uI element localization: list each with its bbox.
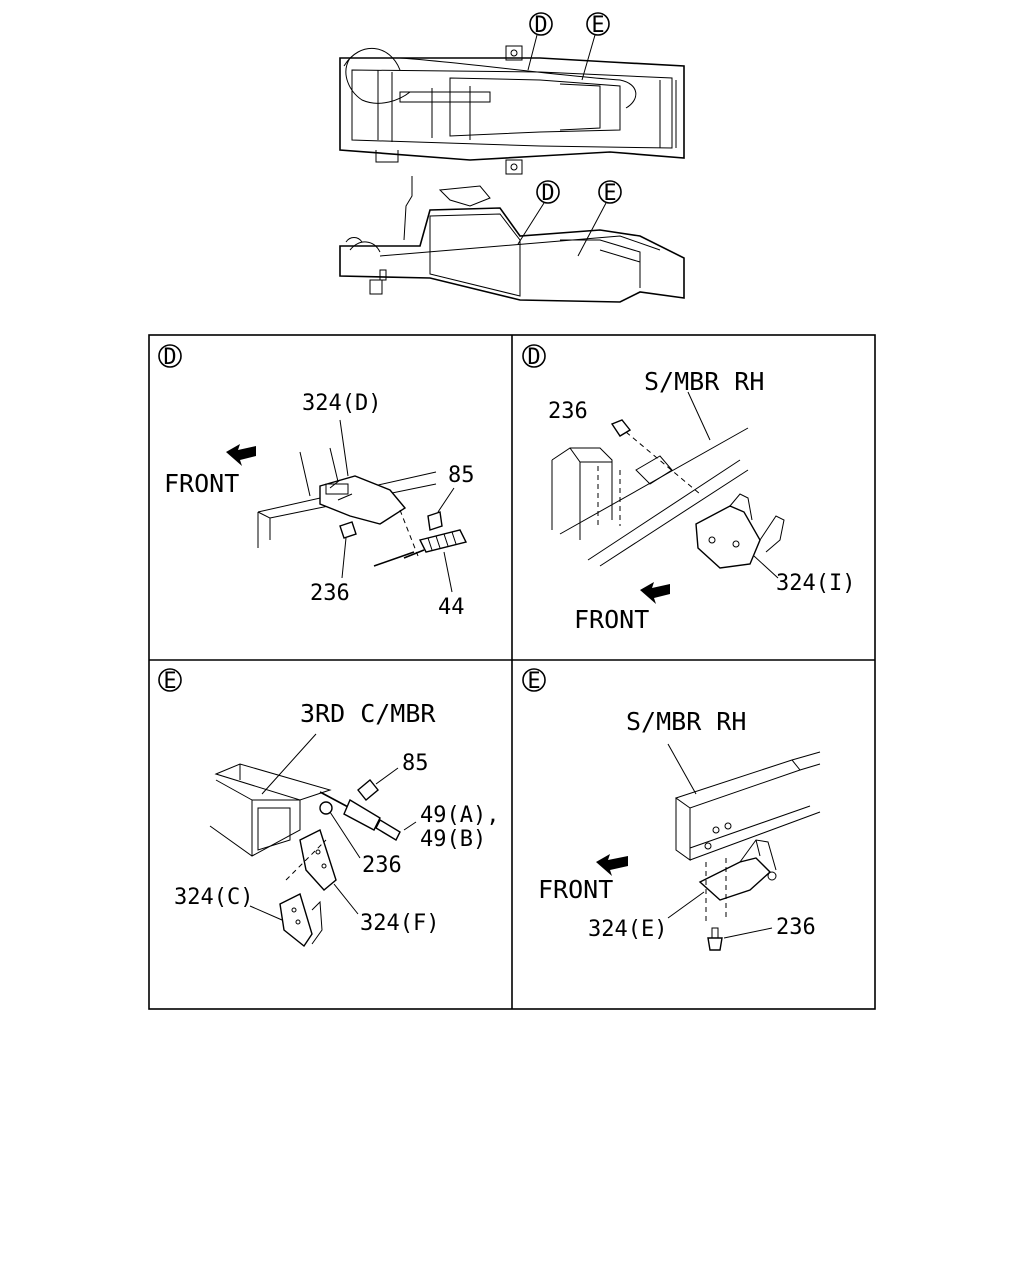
member-label: 3RD C/MBR <box>300 699 436 728</box>
svg-text:D: D <box>534 13 547 38</box>
callout-side-d: D <box>517 180 560 245</box>
panel-callout: D <box>522 344 546 370</box>
panel-callout: E <box>158 668 182 694</box>
front-label: FRONT <box>574 605 649 634</box>
front-label: FRONT <box>164 469 239 498</box>
callout-top-d: D <box>527 12 553 71</box>
panel-e-right: E FRONT S/MBR RH 324(E) 236 <box>522 668 821 951</box>
panel-d-left: D FRONT 324(D) 236 85 44 <box>158 344 475 620</box>
frame-side-view <box>339 176 685 303</box>
part-label-bracket: 324(E) <box>588 917 667 942</box>
part-label-bolt: 236 <box>362 853 402 878</box>
svg-text:E: E <box>591 13 604 38</box>
callout-top-e: E <box>581 12 610 81</box>
part-label-cable: 44 <box>438 595 465 620</box>
panel-e-left: E 3RD C/MBR 85 49(A), 49(B) 236 <box>158 668 499 948</box>
member-label: S/MBR RH <box>626 707 746 736</box>
svg-text:E: E <box>603 181 616 206</box>
svg-text:E: E <box>527 669 540 694</box>
front-arrow-icon <box>596 854 628 876</box>
svg-text:D: D <box>527 345 540 370</box>
part-label-cable-a: 49(A), <box>420 803 499 828</box>
panel-callout: E <box>522 668 546 694</box>
panel-d-right: D FRONT S/MBR RH 236 324(I) <box>522 344 855 634</box>
frame-top-view <box>339 45 685 175</box>
svg-text:E: E <box>163 669 176 694</box>
part-label-bracket-f: 324(F) <box>360 911 439 936</box>
part-label-bracket: 324(D) <box>302 391 381 416</box>
callout-side-e: E <box>577 180 622 257</box>
part-label-clip: 85 <box>448 463 475 488</box>
front-label: FRONT <box>538 875 613 904</box>
part-label-bolt: 236 <box>776 915 816 940</box>
front-arrow-icon <box>226 444 256 466</box>
part-label-clip: 85 <box>402 751 429 776</box>
svg-text:D: D <box>163 345 176 370</box>
part-label-bracket: 324(I) <box>776 571 855 596</box>
part-label-bracket-c: 324(C) <box>174 885 253 910</box>
detail-grid <box>148 334 876 1010</box>
member-label: S/MBR RH <box>644 367 764 396</box>
panel-callout: D <box>158 344 182 370</box>
svg-text:D: D <box>541 181 554 206</box>
part-label-cable-b: 49(B) <box>420 827 486 852</box>
part-label-bolt: 236 <box>310 581 350 606</box>
part-label-bolt: 236 <box>548 399 588 424</box>
front-arrow-icon <box>640 582 670 604</box>
